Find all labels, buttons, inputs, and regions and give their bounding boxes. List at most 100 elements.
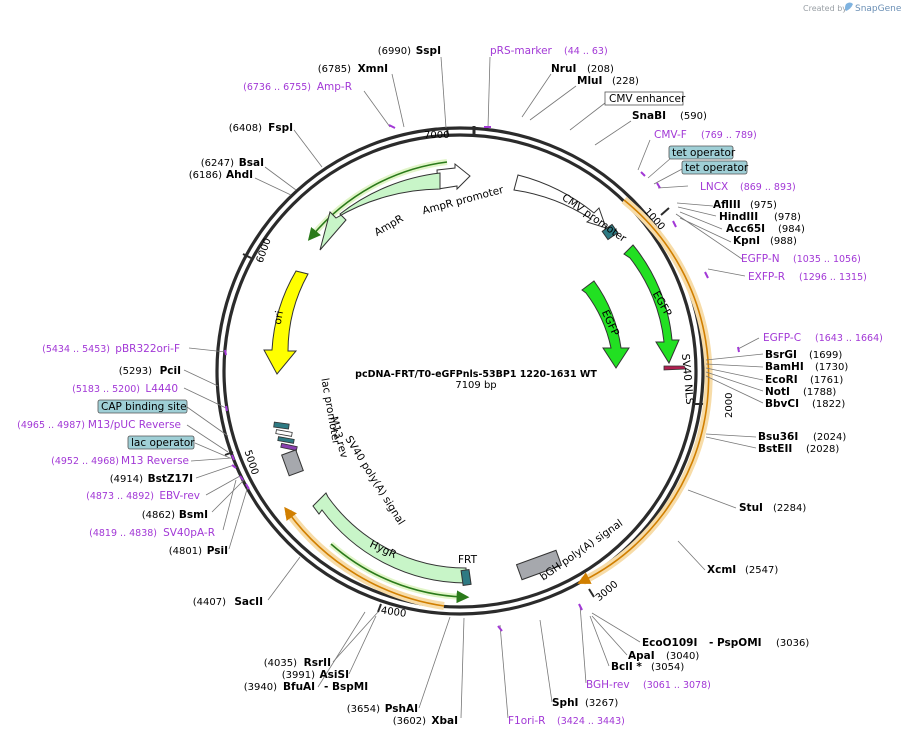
plasmid-title: pcDNA-FRT/T0-eGFPnls-53BP1 1220-1631 WT — [355, 369, 597, 380]
site-bspmi: - BspMI — [324, 681, 368, 693]
feature-egfp-inner — [581, 280, 630, 369]
site-sacii-pos: (4407) — [193, 597, 226, 608]
site-bstz17i: BstZ17I — [148, 473, 193, 485]
site-bstz17i-pos: (4914) — [110, 474, 143, 485]
site-ecori-pos: (1761) — [810, 375, 843, 386]
site-bamhi: BamHI — [765, 361, 804, 373]
feature-m13-box — [275, 429, 293, 437]
primer-m13-puc-reverse-range: (4965 .. 4987) — [17, 420, 85, 431]
primer-m13-reverse-range: (4952 .. 4968) — [51, 456, 119, 467]
site-bbvci-pos: (1822) — [812, 399, 845, 410]
site-nrui: NruI — [551, 63, 576, 75]
site-psii-pos: (4801) — [169, 546, 202, 557]
site-sacii: SacII — [234, 596, 263, 608]
primer-bgh-rev: BGH-rev — [586, 679, 630, 691]
feature-frt — [460, 568, 472, 587]
site-bsrgi-pos: (1699) — [809, 350, 842, 361]
site-bfuai-pos: (3940) — [244, 682, 277, 693]
site-stui: StuI — [739, 502, 763, 514]
site-bsteii-pos: (2028) — [806, 444, 839, 455]
site-ecoo109i-pos: (3036) — [776, 638, 809, 649]
backbone-inner-ring — [222, 133, 698, 609]
site-snabi-pos: (590) — [680, 111, 707, 122]
primer-lncx: LNCX — [700, 181, 728, 193]
feature-m13rev-box — [280, 442, 298, 452]
site-rsrii: RsrII — [304, 657, 331, 669]
site-sspi-pos: (6990) — [378, 46, 411, 57]
site-kpni-pos: (988) — [770, 236, 797, 247]
primer-exfp-r: EXFP-R — [748, 271, 785, 283]
label-sv40-polya: SV40 poly(A) signal — [342, 434, 407, 527]
tick-label-4000: 4000 — [380, 605, 407, 619]
site-fspi: FspI — [268, 122, 293, 134]
site-bsmi: BsmI — [179, 509, 208, 521]
primer-bgh-rev-range: (3061 .. 3078) — [643, 680, 711, 691]
site-asisi-pos: (3991) — [282, 670, 315, 681]
svg-text:tet operator: tet operator — [672, 147, 736, 159]
site-noti: NotI — [765, 386, 790, 398]
tick-label-6000: 6000 — [255, 237, 274, 265]
label-cmv-promoter: CMV promoter — [560, 192, 629, 246]
site-acc65i-pos: (984) — [778, 224, 805, 235]
snapgene-logo-icon — [845, 2, 853, 11]
tick-label-3000: 3000 — [594, 579, 621, 604]
scale-ticks — [224, 127, 704, 613]
primer-ebv-rev-range: (4873 .. 4892) — [86, 491, 154, 502]
primer-l4440: L4440 — [145, 383, 178, 395]
primer-m13-puc-reverse: M13/pUC Reverse — [88, 419, 181, 431]
feature-ampr-promoter — [436, 162, 471, 191]
primer-f1ori-r: F1ori-R — [508, 715, 545, 727]
features — [263, 162, 687, 587]
label-egfp-outer: EGFP — [650, 289, 674, 319]
site-rsrii-pos: (4035) — [264, 658, 297, 669]
site-bfuai: BfuAI — [283, 681, 315, 693]
site-bcli-pos: (3054) — [651, 662, 684, 673]
site-bsmi-pos: (4862) — [142, 510, 175, 521]
site-xcmi: XcmI — [707, 564, 736, 576]
tick-label-5000: 5000 — [242, 449, 260, 477]
site-bamhi-pos: (1730) — [815, 362, 848, 373]
site-bsrgi: BsrGI — [765, 349, 797, 361]
site-mlui-pos: (228) — [612, 76, 639, 87]
site-ahdi-pos: (6186) — [189, 170, 222, 181]
site-fspi-pos: (6408) — [229, 123, 262, 134]
site-ecori: EcoRI — [765, 374, 798, 386]
primer-egfp-c-range: (1643 .. 1664) — [815, 333, 883, 344]
site-pcii: PciI — [160, 365, 181, 377]
primer-ebv-rev: EBV-rev — [159, 490, 200, 502]
site-mlui: MluI — [577, 75, 602, 87]
site-psii: PsiI — [207, 545, 228, 557]
site-afliii-pos: (975) — [750, 200, 777, 211]
primer-lncx-range: (869 .. 893) — [740, 182, 796, 193]
site-pcii-pos: (5293) — [119, 366, 152, 377]
feature-gray-box-left — [281, 449, 304, 477]
credit-brand: SnapGene — [855, 4, 901, 14]
feature-ori — [263, 270, 309, 375]
primer-egfp-n-range: (1035 .. 1056) — [793, 254, 861, 265]
feature-bgh-polya — [515, 549, 563, 581]
site-noti-pos: (1788) — [803, 387, 836, 398]
site-acc65i: Acc65I — [726, 223, 765, 235]
site-bsu36i: Bsu36I — [758, 431, 798, 443]
primer-prs-marker: pRS-marker — [490, 45, 553, 57]
boxed-label-cmv-enhancer: CMV enhancer — [604, 91, 686, 106]
boxed-label-cap-binding-site: CAP binding site — [97, 399, 188, 414]
boxed-label-tet-operator-2: tet operator — [681, 160, 749, 175]
site-xbai: XbaI — [431, 715, 458, 727]
primer-m13-reverse: M13 Reverse — [121, 455, 189, 467]
feature-ampr — [319, 172, 441, 251]
site-xcmi-pos: (2547) — [745, 565, 778, 576]
label-sv40-nls: SV40 NLS — [679, 353, 695, 405]
primer-sv40pa-r-range: (4819 .. 4838) — [89, 528, 157, 539]
primer-egfp-c: EGFP-C — [763, 332, 801, 344]
tick-label-2000: 2000 — [724, 393, 735, 418]
site-bsu36i-pos: (2024) — [813, 432, 846, 443]
label-frt: FRT — [458, 554, 478, 566]
orf-highlights — [284, 159, 713, 610]
site-afliii: AflIII — [713, 199, 741, 211]
primer-egfp-n: EGFP-N — [741, 253, 780, 265]
site-apai: ApaI — [628, 650, 655, 662]
label-ori: ori — [272, 310, 286, 326]
primer-marks — [224, 124, 740, 632]
